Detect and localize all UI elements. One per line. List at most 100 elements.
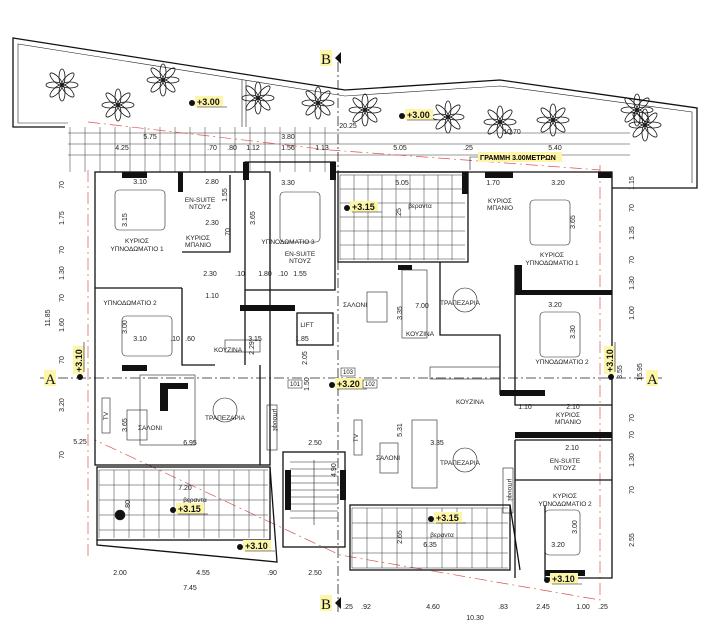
plant-icon bbox=[114, 509, 126, 521]
dimension-label: 2.10 bbox=[566, 404, 580, 411]
level-symbol-icon bbox=[170, 507, 176, 513]
dimension-label: .25 bbox=[598, 604, 608, 611]
dimension-label: 6.35 bbox=[423, 542, 437, 549]
coffee-table-icon bbox=[126, 409, 148, 441]
dimension-label: 2.05 bbox=[302, 351, 309, 365]
level-mark: +3.10 bbox=[604, 342, 616, 380]
dimension-label: 70 bbox=[59, 246, 66, 254]
room-label: ΜΠΑΝΙΟ bbox=[185, 242, 211, 249]
level-label: +3.10 bbox=[552, 574, 575, 584]
setback-line bbox=[87, 121, 601, 171]
level-label: +3.10 bbox=[605, 349, 615, 372]
dimension-label: 3.55 bbox=[617, 365, 624, 379]
level-mark: +3.10 bbox=[237, 540, 275, 552]
dimension-label: .25 bbox=[463, 145, 473, 152]
dining-table-icon bbox=[212, 397, 238, 423]
building-walls bbox=[94, 161, 613, 579]
room-label: ΥΠΝΟΔΩΜΑΤΙΟ 1 bbox=[110, 246, 164, 253]
dimension-label: 2.80 bbox=[205, 179, 219, 186]
section-b-top-label: B bbox=[321, 52, 331, 68]
dimension-label: 2.30 bbox=[203, 271, 217, 278]
dimension-label: 1.55 bbox=[293, 271, 307, 278]
bed-icon bbox=[279, 191, 321, 243]
dimension-label: 7.45 bbox=[183, 585, 197, 592]
dimension-label: 3.00 bbox=[572, 520, 579, 534]
dimension-label: .10 bbox=[235, 271, 245, 278]
tree-icon bbox=[536, 103, 570, 137]
dimension-label: 4.55 bbox=[196, 570, 210, 577]
tree-icon bbox=[45, 68, 79, 102]
room-label: ΚΥΡΙΟΣ bbox=[488, 198, 512, 205]
section-arrow-icon bbox=[335, 52, 341, 64]
kitchen-counter-icon bbox=[429, 366, 501, 380]
dimension-label: 1.70 bbox=[486, 180, 500, 187]
dimension-label: 3.15 bbox=[248, 336, 262, 343]
dimension-label: 1.30 bbox=[629, 453, 636, 467]
room-label: EN-SUITE bbox=[550, 458, 581, 465]
staircase bbox=[290, 460, 338, 525]
level-label: +3.00 bbox=[197, 97, 220, 107]
dimension-label: .70 bbox=[207, 145, 217, 152]
dimension-label: .10 bbox=[278, 271, 288, 278]
dimension-label: 3.20 bbox=[551, 542, 565, 549]
room-label: ΝΤΟΥΖ bbox=[189, 204, 211, 211]
level-mark: +3.15 bbox=[428, 512, 466, 524]
dimension-label: 70 bbox=[629, 204, 636, 212]
dimension-label: 3.20 bbox=[548, 302, 562, 309]
dimension-label: 1.55 bbox=[222, 188, 229, 202]
section-marker-a-left: A bbox=[44, 370, 56, 388]
furniture bbox=[101, 189, 581, 556]
buffet-icon bbox=[266, 404, 278, 451]
tree-icon bbox=[241, 81, 275, 115]
dimension-label: 70 bbox=[59, 181, 66, 189]
tree-icon bbox=[101, 88, 135, 122]
room-label: ΚΥΡΙΟΣ bbox=[540, 252, 564, 259]
bed-icon bbox=[539, 311, 581, 358]
dimension-label: 20.25 bbox=[339, 123, 357, 130]
veranda-grids bbox=[98, 174, 508, 569]
dimension-label: 70 bbox=[59, 356, 66, 364]
dimension-label: 2.65 bbox=[397, 530, 404, 544]
dimension-label: 3.65 bbox=[570, 215, 577, 229]
dimension-label: 3.15 bbox=[122, 213, 129, 227]
door-tag-label: 102 bbox=[365, 382, 376, 388]
room-label: ΥΠΝΟΔΩΜΑΤΙΟ 2 bbox=[535, 359, 589, 366]
dimension-label: .80 bbox=[125, 500, 132, 510]
room-label: TV bbox=[353, 433, 360, 442]
level-mark: +3.00 bbox=[399, 109, 437, 121]
level-label: +3.10 bbox=[74, 349, 84, 372]
dimension-label: 6.95 bbox=[183, 440, 197, 447]
room-label: ΥΠΝΟΔΩΜΑΤΙΟ 2 bbox=[538, 501, 592, 508]
bed-icon bbox=[121, 315, 173, 357]
dimension-label: 4.25 bbox=[115, 145, 129, 152]
level-symbol-icon bbox=[428, 516, 434, 522]
level-label: +3.15 bbox=[178, 504, 201, 514]
dimension-label: 3.65 bbox=[250, 211, 257, 225]
dimension-label: .83 bbox=[498, 604, 508, 611]
level-symbol-icon bbox=[237, 544, 243, 550]
dimension-label: 5.25 bbox=[73, 439, 87, 446]
level-label: +3.15 bbox=[436, 513, 459, 523]
level-symbol-icon bbox=[344, 205, 350, 211]
level-symbol-icon bbox=[608, 374, 614, 380]
dimension-label: 1.12 bbox=[246, 145, 260, 152]
room-label: EN-SUITE bbox=[185, 197, 216, 204]
room-label: ΤΡΑΠΕΖΑΡΙΑ bbox=[440, 460, 481, 467]
dimension-label: 1.50 bbox=[304, 377, 311, 391]
dimension-label: 1.60 bbox=[59, 318, 66, 332]
dimension-label: 3.30 bbox=[570, 325, 577, 339]
sofa-icon bbox=[401, 269, 428, 339]
dining-table-icon bbox=[452, 447, 478, 473]
dimension-label: 3.10 bbox=[133, 179, 147, 186]
room-label: ΝΤΟΥΖ bbox=[554, 465, 576, 472]
dimension-label: 1.10 bbox=[205, 293, 219, 300]
room-label: ΣΑΛΟΝΙ bbox=[343, 302, 367, 309]
room-label: ΚΥΡΙΟΣ bbox=[186, 235, 210, 242]
room-label: βεραντα bbox=[183, 497, 207, 504]
dimension-label: 2.50 bbox=[308, 440, 322, 447]
setback-note: ΓΡΑΜΜΗ 3.00ΜΕΤΡΩΝ bbox=[469, 152, 562, 170]
room-label: ΚΥΡΙΟΣ bbox=[125, 238, 149, 245]
dimension-label: 3.80 bbox=[281, 134, 295, 141]
